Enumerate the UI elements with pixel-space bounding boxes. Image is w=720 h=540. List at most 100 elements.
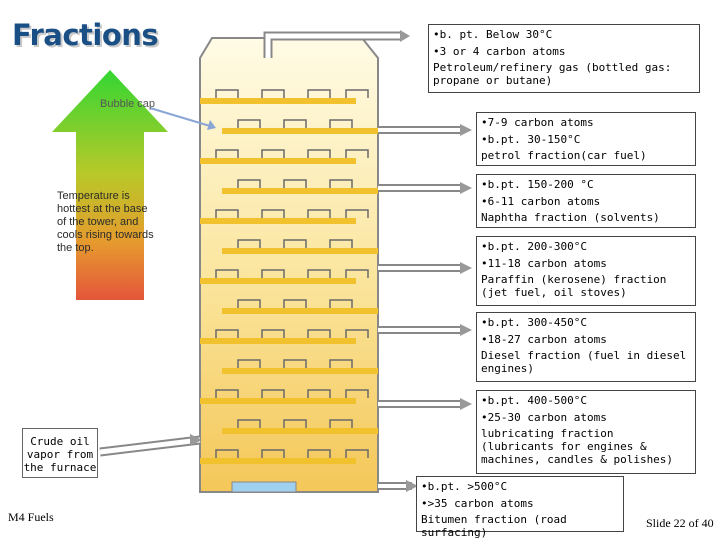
tower-trays <box>200 89 378 464</box>
fraction-bullet: b.pt. 150-200 °C <box>481 176 691 193</box>
bubble-cap <box>307 269 331 278</box>
fraction-box-diesel: b.pt. 300-450°C 18-27 carbon atoms Diese… <box>476 312 696 382</box>
fraction-description: petrol fraction(car fuel) <box>481 149 647 162</box>
crude-oil-label: Crude oil vapor from the furnace <box>22 428 98 478</box>
bubble-cap <box>329 299 353 308</box>
bubble-cap <box>261 449 285 458</box>
fraction-bullet: 18-27 carbon atoms <box>481 331 691 348</box>
fraction-box-paraffin: b.pt. 200-300°C 11-18 carbon atoms Paraf… <box>476 236 696 306</box>
fraction-bullet: 7-9 carbon atoms <box>481 114 691 131</box>
tray-plate <box>200 98 356 104</box>
tray-plate <box>200 158 356 164</box>
bubble-cap <box>283 119 307 128</box>
bubble-cap <box>345 269 369 278</box>
bubble-cap <box>215 449 239 458</box>
bubble-cap <box>283 179 307 188</box>
fraction-box-naphtha: b.pt. 150-200 °C 6-11 carbon atoms Napht… <box>476 174 696 228</box>
bubble-cap <box>307 209 331 218</box>
bubble-cap <box>237 119 261 128</box>
bubble-cap <box>307 149 331 158</box>
side-outlet-pipes <box>378 124 472 410</box>
bubble-cap <box>329 239 353 248</box>
fraction-box-petrol: 7-9 carbon atoms b.pt. 30-150°C petrol f… <box>476 112 696 166</box>
bubble-cap <box>261 329 285 338</box>
bubble-cap <box>345 209 369 218</box>
fraction-bullet: b.pt. 30-150°C <box>481 131 691 148</box>
fraction-bullet: 3 or 4 carbon atoms <box>433 43 695 60</box>
fraction-bullet: 11-18 carbon atoms <box>481 255 691 272</box>
temperature-gradient-arrow <box>52 70 168 300</box>
slide-number: Slide 22 of 40 <box>646 516 714 530</box>
fraction-bullet: b. pt. Below 30°C <box>433 26 695 43</box>
fraction-description: Paraffin (kerosene) fraction (jet fuel, … <box>481 273 667 299</box>
bubble-cap <box>283 239 307 248</box>
fraction-box-gas: b. pt. Below 30°C 3 or 4 carbon atoms Pe… <box>428 24 700 93</box>
temperature-note: Temperature is hottest at the base of th… <box>57 190 154 254</box>
outlet-arrow <box>460 324 472 336</box>
bubble-cap <box>307 389 331 398</box>
bubble-cap <box>261 89 285 98</box>
bubble-cap-pointer <box>149 107 211 127</box>
bubble-cap <box>345 149 369 158</box>
bubble-cap <box>237 179 261 188</box>
bubble-cap <box>283 359 307 368</box>
bubble-cap <box>215 149 239 158</box>
bubble-cap <box>283 299 307 308</box>
crude-inlet-arrow <box>190 434 202 446</box>
bubble-cap <box>261 269 285 278</box>
outlet-arrow <box>460 262 472 274</box>
tray-plate <box>200 458 356 464</box>
tower-body <box>199 37 379 493</box>
fraction-description: Petroleum/refinery gas (bottled gas: pro… <box>433 61 672 87</box>
bubble-cap <box>215 329 239 338</box>
fraction-bullet: 25-30 carbon atoms <box>481 409 691 426</box>
bubble-cap <box>237 359 261 368</box>
tray-plate <box>222 308 378 314</box>
tray-plate <box>200 398 356 404</box>
tray-plate <box>222 428 378 434</box>
tray-plate <box>200 218 356 224</box>
bubble-cap <box>215 269 239 278</box>
outlet-arrow <box>460 398 472 410</box>
bubble-cap <box>261 209 285 218</box>
bubble-cap <box>345 89 369 98</box>
bubble-cap <box>307 449 331 458</box>
fraction-bullet: b.pt. 200-300°C <box>481 238 691 255</box>
page-title: Fractions <box>12 18 159 52</box>
footer-course-label: M4 Fuels <box>8 510 54 524</box>
fraction-description: Bitumen fraction (road surfacing) <box>421 513 567 539</box>
bubble-cap <box>307 89 331 98</box>
fraction-bullet: b.pt. 400-500°C <box>481 392 691 409</box>
tray-plate <box>200 338 356 344</box>
bubble-cap <box>329 359 353 368</box>
tray-plate <box>222 368 378 374</box>
bubble-cap <box>329 419 353 428</box>
fraction-bullet: 6-11 carbon atoms <box>481 193 691 210</box>
fraction-bullet: >35 carbon atoms <box>421 495 619 512</box>
bubble-cap <box>307 329 331 338</box>
bubble-cap <box>345 389 369 398</box>
fraction-description: Diesel fraction (fuel in diesel engines) <box>481 349 687 375</box>
tray-plate <box>222 128 378 134</box>
bubble-cap <box>215 89 239 98</box>
bubble-cap <box>261 149 285 158</box>
bubble-cap <box>345 329 369 338</box>
tray-plate <box>200 278 356 284</box>
outlet-arrow <box>460 182 472 194</box>
bubble-cap <box>237 239 261 248</box>
tower-base <box>231 481 297 493</box>
bubble-cap <box>215 209 239 218</box>
bubble-cap <box>237 299 261 308</box>
tray-plate <box>222 188 378 194</box>
bubble-cap <box>329 119 353 128</box>
bubble-cap <box>261 389 285 398</box>
fraction-description: lubricating fraction (lubricants for eng… <box>481 427 674 466</box>
bubble-cap <box>345 449 369 458</box>
outlet-arrow <box>460 124 472 136</box>
fraction-box-bitumen: b.pt. >500°C >35 carbon atoms Bitumen fr… <box>416 476 624 539</box>
bitumen-outlet-arrow <box>406 480 418 492</box>
fraction-description: Naphtha fraction (solvents) <box>481 211 660 224</box>
top-outlet-arrow <box>400 30 410 42</box>
bubble-cap <box>329 179 353 188</box>
